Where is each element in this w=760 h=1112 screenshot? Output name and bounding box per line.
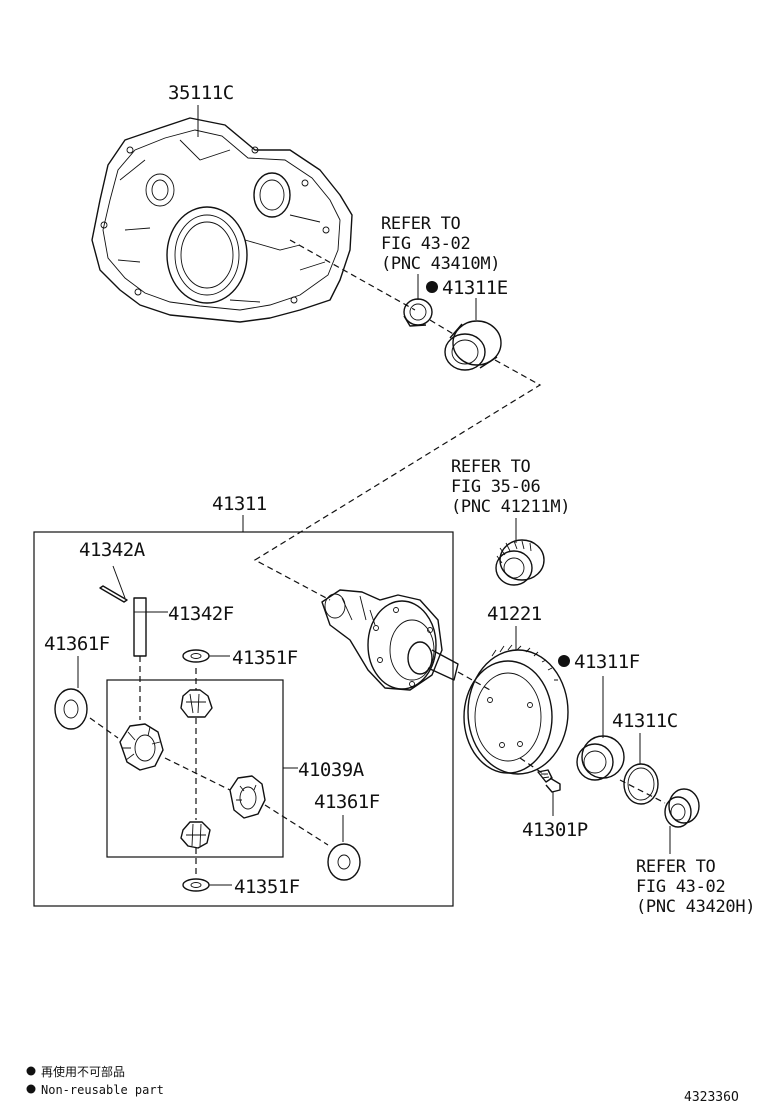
ref-note-41211M: REFER TO FIG 35-06 (PNC 41211M) <box>451 457 571 517</box>
non-reusable-marker-icon <box>26 1084 36 1094</box>
transaxle-housing-drawing <box>91 117 353 323</box>
legend-english: Non-reusable part <box>41 1083 164 1097</box>
legend: 再使用不可部品 Non-reusable part <box>26 1064 164 1097</box>
side-gear-left-drawing <box>119 723 164 771</box>
label-41311: 41311 <box>212 493 267 515</box>
label-41311E: 41311E <box>442 277 508 299</box>
bearing-41311F-drawing <box>576 735 625 781</box>
svg-text:REFER TO: REFER TO <box>381 214 461 234</box>
label-41361F-left: 41361F <box>44 633 110 655</box>
figure-id: 432336O <box>684 1090 739 1105</box>
pinion-gear-bottom-drawing <box>180 821 211 849</box>
ring-gear-41221-drawing <box>463 644 569 775</box>
oil-seal-drawing <box>403 298 433 327</box>
thrust-washer-bottom-drawing <box>182 878 210 892</box>
ring-gear-bolt-41301P-drawing <box>537 769 561 793</box>
ref-note-43420H: REFER TO FIG 43-02 (PNC 43420H) <box>636 857 756 917</box>
kit-41039A-frame <box>106 679 284 858</box>
bearing-41211M-drawing <box>495 539 545 586</box>
differential-case-drawing <box>321 589 459 691</box>
bearing-41311E-drawing <box>444 320 502 371</box>
svg-text:(PNC 43410M): (PNC 43410M) <box>381 254 500 274</box>
label-41342A: 41342A <box>79 539 146 561</box>
label-41311F: 41311F <box>574 651 640 673</box>
lock-pin-41342A-drawing <box>99 585 128 603</box>
side-washer-left-drawing <box>54 688 88 730</box>
label-41301P: 41301P <box>522 819 588 841</box>
svg-text:(PNC 41211M): (PNC 41211M) <box>451 497 570 517</box>
label-41311C: 41311C <box>612 710 678 732</box>
svg-text:REFER TO: REFER TO <box>636 857 716 877</box>
pinion-gear-top-drawing <box>180 689 213 718</box>
oil-seal-right-drawing <box>664 788 700 828</box>
side-washer-right-drawing <box>327 843 361 881</box>
label-41039A: 41039A <box>298 759 365 781</box>
shim-41311C-drawing <box>623 763 659 805</box>
label-41342F: 41342F <box>168 603 234 625</box>
non-reusable-marker-icon <box>26 1066 36 1076</box>
label-41351F-bottom: 41351F <box>234 876 300 898</box>
thrust-washer-top-drawing <box>182 649 210 663</box>
label-41361F-right: 41361F <box>314 791 380 813</box>
label-41351F-top: 41351F <box>232 647 298 669</box>
svg-text:FIG 35-06: FIG 35-06 <box>451 477 540 497</box>
legend-japanese: 再使用不可部品 <box>41 1064 125 1079</box>
assembly-41311-frame <box>33 531 454 907</box>
svg-text:REFER TO: REFER TO <box>451 457 531 477</box>
non-reusable-marker-icon <box>426 281 438 293</box>
non-reusable-marker-icon <box>558 655 570 667</box>
svg-text:FIG 43-02: FIG 43-02 <box>381 234 470 254</box>
label-41221: 41221 <box>487 603 542 625</box>
svg-text:(PNC 43420H): (PNC 43420H) <box>636 897 755 917</box>
ref-note-43410M: REFER TO FIG 43-02 (PNC 43410M) <box>381 214 501 274</box>
pinion-shaft-41342F-drawing <box>133 597 147 657</box>
svg-text:FIG 43-02: FIG 43-02 <box>636 877 725 897</box>
side-gear-right-drawing <box>229 775 266 819</box>
label-35111C: 35111C <box>168 82 234 104</box>
